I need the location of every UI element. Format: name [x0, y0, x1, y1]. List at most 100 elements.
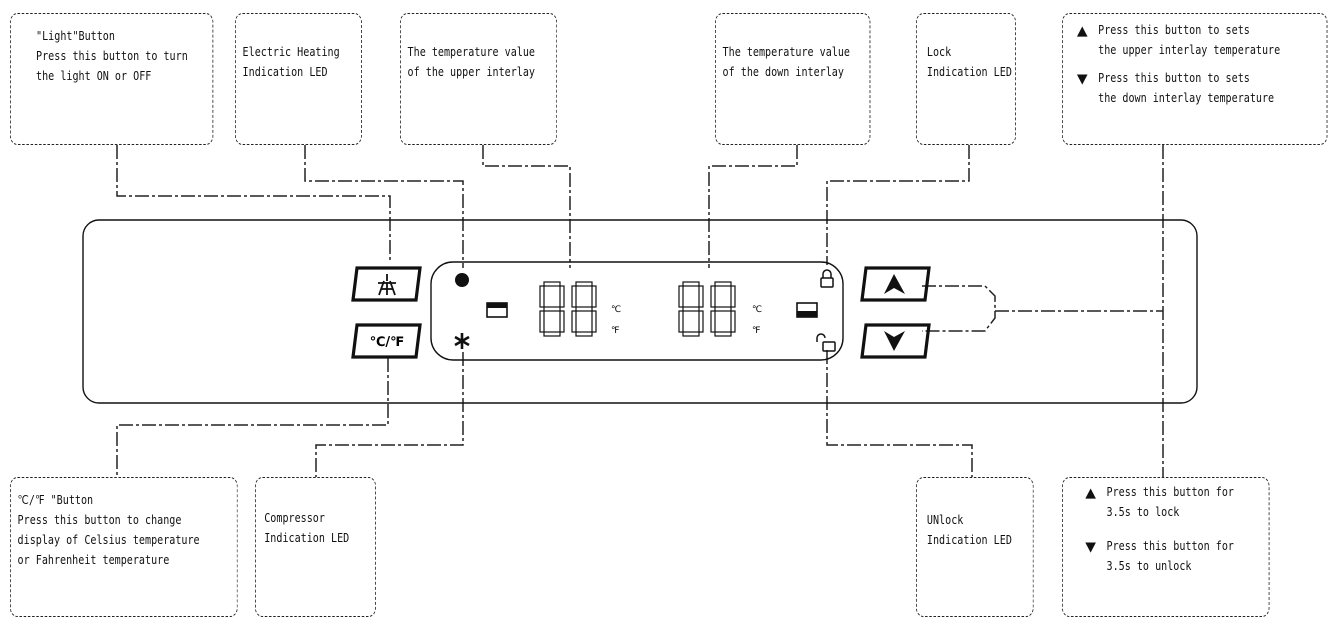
digit-segment	[714, 306, 732, 312]
upper-unit-celsius: ℃	[611, 305, 621, 315]
digit-segment	[591, 310, 597, 333]
compressor-led-callout: Compressor Indication LED	[255, 477, 376, 617]
digit-segment	[730, 285, 736, 308]
compressor-snowflake-icon	[454, 333, 470, 349]
digit-segment	[698, 310, 704, 333]
celsius-fahrenheit-button[interactable]: ℃/℉	[351, 323, 422, 359]
down-temperature-digits	[678, 281, 736, 337]
upper-value-line2: of the upper interlay	[407, 65, 536, 79]
light-bulb-icon	[378, 274, 396, 296]
light-button[interactable]	[351, 266, 422, 302]
heating-led-icon	[455, 273, 469, 287]
up-arrow-icon: ▲	[1076, 21, 1088, 41]
digit-segment	[710, 285, 716, 308]
down-arrow-icon: ▼	[1076, 69, 1088, 89]
set-up-line1: Press this button to sets	[1098, 23, 1250, 37]
digit-segment	[682, 331, 700, 337]
lock-down-line2: 3.5s to unlock	[1106, 559, 1192, 573]
digit-segment	[591, 285, 597, 308]
lock-up-line1: Press this button for	[1106, 485, 1234, 499]
digit-segment	[559, 285, 565, 308]
leader-down-value	[708, 145, 798, 268]
digit-segment	[698, 285, 704, 308]
digit-segment	[543, 306, 561, 312]
down-unit-celsius: ℃	[752, 305, 762, 315]
lock-up-line2: 3.5s to lock	[1106, 505, 1180, 519]
digit-segment	[539, 285, 545, 308]
lock-led-callout: Lock Indication LED	[916, 13, 1016, 145]
light-button-desc-line1: Press this button to turn	[36, 49, 188, 63]
digit-segment	[543, 331, 561, 337]
down-value-line1: The temperature value	[722, 45, 851, 59]
digit-segment	[575, 331, 593, 337]
cf-button-callout: ℃/℉ "Button Press this button to change …	[10, 477, 238, 617]
down-arrow-button[interactable]	[860, 323, 931, 359]
lock-led-icon	[820, 269, 834, 288]
lock-led-line2: Indication LED	[926, 65, 1012, 79]
control-panel-frame	[82, 219, 1198, 404]
unlock-led-line1: UNlock	[926, 513, 964, 527]
upper-indicator-icon	[486, 302, 508, 318]
compressor-led-line1: Compressor	[264, 511, 325, 525]
leader-lock-led	[826, 145, 970, 265]
unlock-led-icon	[816, 333, 836, 352]
down-value-line2: of the down interlay	[722, 65, 844, 79]
digit-segment	[575, 281, 593, 287]
down-arrow-icon: ▼	[1085, 537, 1097, 557]
cf-button-desc-line3: or Fahrenheit temperature	[17, 553, 170, 567]
heating-led-callout: Electric Heating Indication LED	[235, 13, 362, 145]
lock-unlock-callout: ▲ Press this button for 3.5s to lock ▼ P…	[1062, 477, 1270, 617]
digit-segment	[575, 306, 593, 312]
display-window	[430, 261, 844, 361]
heating-led-line1: Electric Heating	[242, 45, 340, 59]
compressor-led-line2: Indication LED	[264, 531, 350, 545]
light-button-desc-line2: the light ON or OFF	[36, 69, 152, 83]
down-indicator-icon	[796, 302, 818, 318]
digit-segment	[714, 331, 732, 337]
cf-button-desc-line2: display of Celsius temperature	[17, 533, 200, 547]
set-down-line1: Press this button to sets	[1098, 71, 1250, 85]
leader-cf-button	[116, 358, 389, 477]
set-temperature-callout: ▲ Press this button to sets the upper in…	[1062, 13, 1328, 145]
set-up-line2: the upper interlay temperature	[1098, 43, 1281, 57]
digit-segment	[714, 281, 732, 287]
upper-temperature-digits	[539, 281, 597, 337]
up-arrow-icon	[884, 274, 905, 294]
digit-segment	[678, 285, 684, 308]
cf-button-desc-line1: Press this button to change	[17, 513, 182, 527]
lock-down-line1: Press this button for	[1106, 539, 1234, 553]
set-down-line2: the down interlay temperature	[1098, 91, 1275, 105]
digit-segment	[678, 310, 684, 333]
upper-unit-fahrenheit: ℉	[611, 326, 620, 336]
leader-heating-led	[304, 145, 464, 268]
digit-segment	[682, 306, 700, 312]
down-value-callout: The temperature value of the down interl…	[715, 13, 871, 145]
digit-segment	[539, 310, 545, 333]
digit-segment	[543, 281, 561, 287]
leader-compressor-led	[315, 352, 464, 477]
cf-button-title: ℃/℉ "Button	[17, 493, 94, 507]
digit-segment	[730, 310, 736, 333]
digit-segment	[571, 285, 577, 308]
upper-value-line1: The temperature value	[407, 45, 536, 59]
unlock-led-line2: Indication LED	[926, 533, 1012, 547]
down-arrow-icon	[884, 331, 905, 351]
heating-led-line2: Indication LED	[242, 65, 328, 79]
digit-segment	[571, 310, 577, 333]
digit-segment	[682, 281, 700, 287]
cf-button-label: ℃/℉	[370, 335, 405, 350]
down-unit-fahrenheit: ℉	[752, 326, 761, 336]
leader-unlock-led	[826, 350, 973, 477]
digit-segment	[710, 310, 716, 333]
up-arrow-icon: ▲	[1085, 483, 1097, 503]
leader-lines	[116, 145, 1164, 477]
unlock-led-callout: UNlock Indication LED	[916, 477, 1034, 617]
light-button-title: "Light"Button	[36, 29, 115, 43]
up-arrow-button[interactable]	[860, 266, 931, 302]
upper-value-callout: The temperature value of the upper inter…	[400, 13, 558, 145]
leader-up-button	[922, 285, 996, 332]
leader-light-button	[116, 145, 391, 262]
lock-led-line1: Lock	[926, 45, 952, 59]
leader-upper-value	[482, 145, 571, 268]
